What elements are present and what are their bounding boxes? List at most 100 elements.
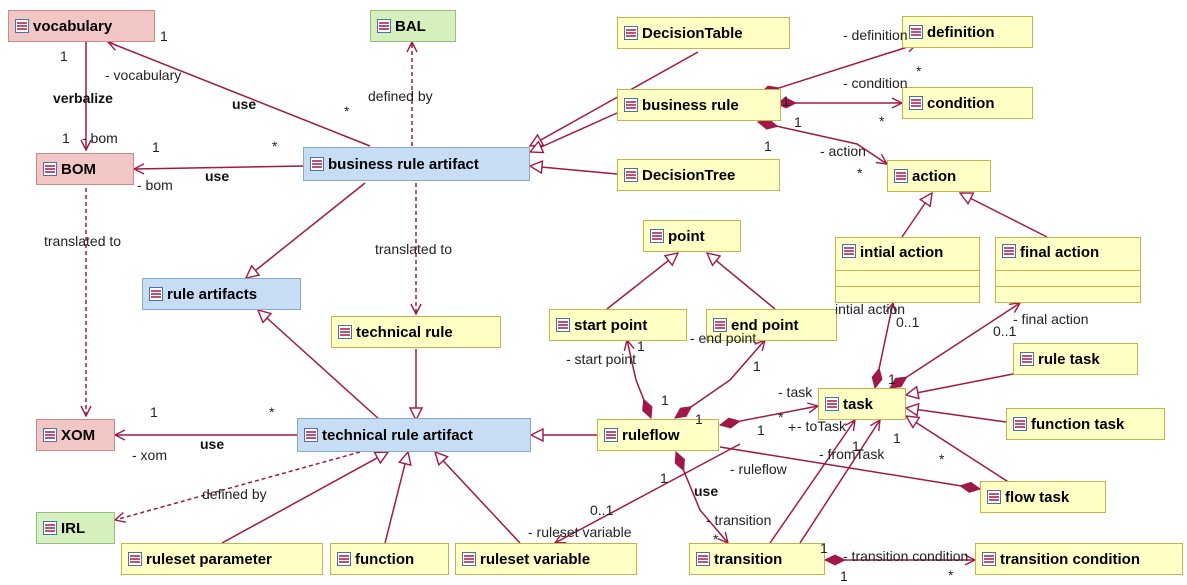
multiplicity-label: * [344,103,350,119]
operation-separator [996,286,1140,287]
class-icon [43,428,57,442]
role-label: - action [820,143,866,159]
class-icon [982,552,996,566]
class-icon [624,26,638,40]
class-flow-task[interactable]: flow task [980,481,1106,513]
class-function-task[interactable]: function task [1006,408,1165,440]
multiplicity-label: 1 [753,358,761,374]
class-icon [1020,352,1034,366]
role-label: - transition [706,512,772,528]
class-icon [338,325,352,339]
class-intial-action[interactable]: intial action [835,237,980,303]
class-irl[interactable]: IRL [36,512,115,544]
role-label: - condition [843,75,908,91]
class-technical-rule-artifact[interactable]: technical rule artifact [297,418,531,452]
class-label: IRL [61,519,86,537]
class-icon [43,521,57,535]
edge-flowtask-task [906,416,1011,484]
association-label: use [232,96,257,112]
edge-bra-bom [134,166,304,169]
association-label: use [205,168,230,184]
class-definition[interactable]: definition [902,16,1033,48]
edge-tr-task-to [799,420,880,544]
class-label: rule artifacts [167,285,258,303]
class-icon [15,19,29,33]
role-label: - ruleflow [730,461,787,477]
edge-fntask-task [906,408,1007,423]
class-task[interactable]: task [818,388,906,420]
class-icon [909,96,923,110]
role-label: - toTask [797,418,847,434]
class-bom[interactable]: BOM [36,153,134,185]
class-label: XOM [61,426,96,444]
class-icon [909,25,923,39]
class-label: start point [574,316,648,334]
class-final-action[interactable]: final action [995,237,1141,303]
role-label: - final action [1013,311,1089,327]
class-ruleflow[interactable]: ruleflow [597,419,719,451]
multiplicity-label: 1 [820,540,828,556]
class-business-rule-artifact[interactable]: business rule artifact [303,147,530,181]
class-transition-condition[interactable]: transition condition [975,543,1183,575]
edge-rp-tra [221,452,388,544]
class-decision-table[interactable]: DecisionTable [617,17,790,49]
edge-ep-point [707,253,776,310]
class-end-point[interactable]: end point [706,309,837,341]
class-label: flow task [1005,488,1070,506]
class-xom[interactable]: XOM [36,419,115,451]
edge-dt-bra [530,51,699,146]
class-icon [842,244,856,258]
class-icon [713,318,727,332]
class-icon [462,552,476,566]
association-label: + [788,419,797,435]
class-business-rule[interactable]: business rule [617,89,781,121]
class-rule-artifacts[interactable]: rule artifacts [142,278,301,310]
class-label: final action [1020,244,1100,261]
multiplicity-label: 1 [160,28,168,44]
class-icon [650,229,664,243]
multiplicity-label: 1 [62,130,70,146]
class-icon [1002,244,1016,258]
role-label: - bom [82,130,118,146]
edge-rf-sp [627,340,651,418]
class-icon [310,157,324,171]
edge-tra-irl [115,451,361,520]
class-ruleset-parameter[interactable]: ruleset parameter [121,543,323,575]
class-point[interactable]: point [643,220,741,252]
class-function[interactable]: function [330,543,449,575]
edge-bra-ra [246,182,366,278]
class-transition[interactable]: transition [689,543,825,575]
class-ruleset-variable[interactable]: ruleset variable [455,543,637,575]
class-label: DecisionTree [642,166,736,184]
multiplicity-label: 1 [660,470,668,486]
class-decision-tree[interactable]: DecisionTree [617,159,780,191]
role-label: - task [778,384,813,400]
class-action[interactable]: action [887,160,991,192]
class-icon [377,19,391,33]
class-bal[interactable]: BAL [370,10,456,42]
class-icon [624,168,638,182]
class-rule-task[interactable]: rule task [1013,343,1138,375]
class-label: technical rule artifact [322,426,473,444]
class-technical-rule[interactable]: technical rule [331,316,501,348]
multiplicity-label: 1 [764,138,772,154]
edge-br-action [758,122,887,164]
class-label: definition [927,23,995,41]
role-label: intial action [835,301,906,317]
edge-br-definition [760,44,917,94]
multiplicity-label: 1 [695,411,703,427]
class-icon [987,490,1001,504]
class-icon [894,169,908,183]
class-vocabulary[interactable]: vocabulary [8,10,155,42]
class-icon [825,397,839,411]
class-label: intial action [860,244,944,261]
class-icon [337,552,351,566]
class-condition[interactable]: condition [902,87,1033,119]
class-icon [624,98,638,112]
multiplicity-label: 1 [794,114,802,130]
class-icon [43,162,57,176]
class-start-point[interactable]: start point [549,309,687,341]
class-label: task [843,395,874,413]
class-label: BOM [61,160,96,178]
